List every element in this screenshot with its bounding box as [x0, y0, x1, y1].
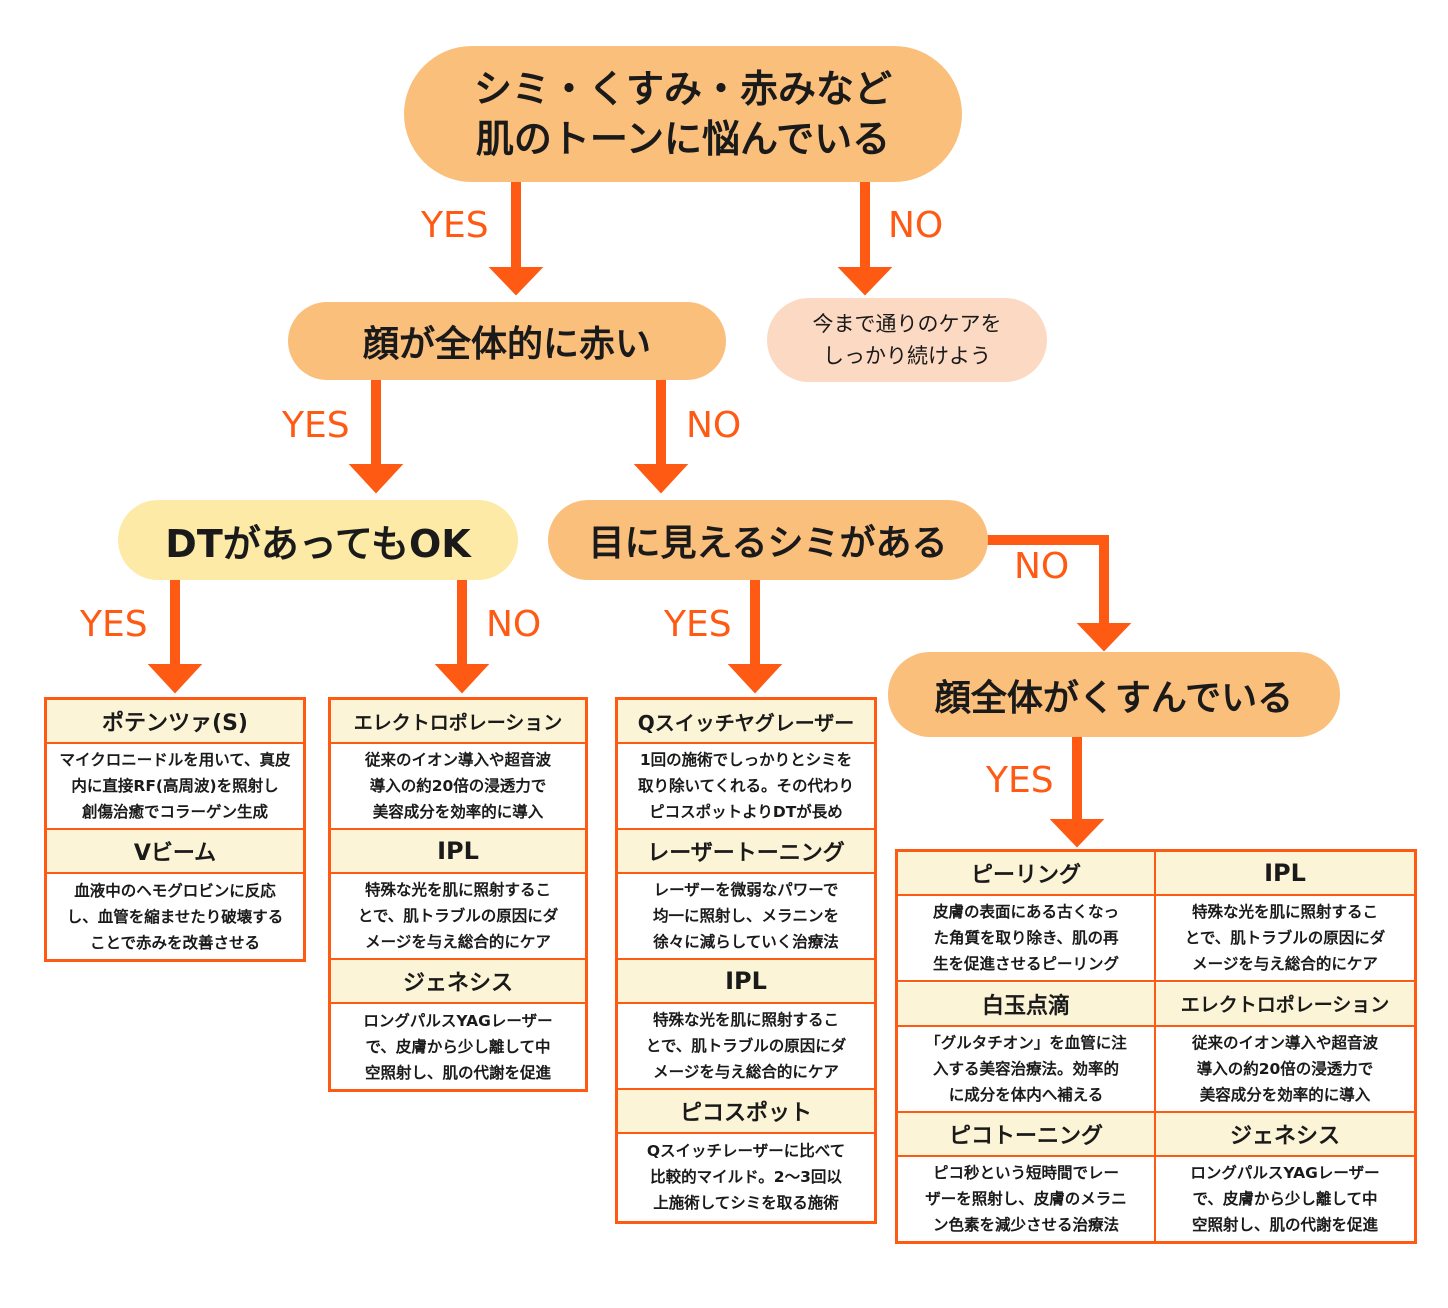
treatment-shiratama-drip: 白玉点滴 「グルタチオン」を血管に注 入する美容治療法。効率的 に成分を体内へ補… — [898, 982, 1156, 1114]
treatment-title: ポテンツァ(S) — [47, 700, 303, 744]
treatment-description: 特殊な光を肌に照射するこ とで、肌トラブルの原因にダ メージを与え総合的にケア — [1156, 896, 1414, 982]
treatment-q-switch-yag: Qスイッチヤグレーザー 1回の施術でしっかりとシミを 取り除いてくれる。その代わ… — [618, 700, 874, 830]
label-no-q4: NO — [1014, 546, 1070, 587]
treatment-description: Qスイッチレーザーに比べて 比較的マイルド。2〜3回以 上施術してシミを取る施術 — [646, 1141, 846, 1212]
arrow-head — [147, 664, 203, 694]
treatment-description: 従来のイオン導入や超音波 導入の約20倍の浸透力で 美容成分を効率的に導入 — [331, 744, 585, 830]
treatment-description: 特殊な光を肌に照射するこ とで、肌トラブルの原因にダ メージを与え総合的にケア — [618, 1004, 874, 1090]
treatment-box-dt-ng: エレクトロポレーション 従来のイオン導入や超音波 導入の約20倍の浸透力で 美容… — [328, 697, 588, 1092]
treatment-title: Vビーム — [47, 830, 303, 874]
question-visible-spots: 目に見えるシミがある — [548, 500, 988, 580]
label-yes-q1: YES — [421, 205, 489, 246]
treatment-title: エレクトロポレーション — [1156, 982, 1414, 1027]
treatment-title: ピコトーニング — [898, 1113, 1154, 1158]
question-face-red-text: 顔が全体的に赤い — [362, 324, 651, 365]
treatment-description: 「グルタチオン」を血管に注 入する美容治療法。効率的 に成分を体内へ補える — [898, 1027, 1154, 1113]
arrow-head — [837, 267, 893, 296]
treatment-grid-dull: ピーリング 皮膚の表面にある古くなっ た角質を取り除き、肌の再 生を促進させるピ… — [895, 849, 1417, 1244]
treatment-laser-toning: レーザートーニング レーザーを微弱なパワーで 均一に照射し、メラニンを 徐々に減… — [618, 830, 874, 960]
question-dt-ok: DTがあってもOK — [118, 500, 518, 580]
answer-continue-care-text: 今まで通りのケアを しっかり続けよう — [812, 312, 1002, 368]
treatment-box-spot: Qスイッチヤグレーザー 1回の施術でしっかりとシミを 取り除いてくれる。その代わ… — [615, 697, 877, 1224]
treatment-description: レーザーを微弱なパワーで 均一に照射し、メラニンを 徐々に減らしていく治療法 — [618, 874, 874, 960]
question-tone-concern: シミ・くすみ・赤みなど 肌のトーンに悩んでいる — [404, 46, 962, 182]
treatment-description: 1回の施術でしっかりとシミを 取り除いてくれる。その代わり ピコスポットよりDT… — [618, 744, 874, 830]
label-yes-q4: YES — [664, 604, 732, 645]
question-visible-spots-text: 目に見えるシミがある — [588, 523, 948, 564]
label-yes-q5: YES — [986, 760, 1054, 801]
treatment-title: 白玉点滴 — [898, 982, 1154, 1027]
treatment-ipl: IPL 特殊な光を肌に照射するこ とで、肌トラブルの原因にダ メージを与え総合的… — [618, 960, 874, 1090]
arrow-head — [348, 464, 404, 494]
treatment-electroporation: エレクトロポレーション 従来のイオン導入や超音波 導入の約20倍の浸透力で 美容… — [331, 700, 585, 830]
treatment-title: エレクトロポレーション — [331, 700, 585, 744]
treatment-description: 特殊な光を肌に照射するこ とで、肌トラブルの原因にダ メージを与え総合的にケア — [331, 874, 585, 960]
question-face-red: 顔が全体的に赤い — [288, 302, 726, 380]
arrow-head — [1076, 623, 1132, 652]
question-tone-concern-text: シミ・くすみ・赤みなど 肌のトーンに悩んでいる — [473, 67, 892, 161]
question-face-dull-text: 顔全体がくすんでいる — [934, 677, 1294, 719]
treatment-description: ピコ秒という短時間でレー ザーを照射し、皮膚のメラニ ン色素を減少させる治療法 — [925, 1163, 1127, 1234]
answer-continue-care: 今まで通りのケアを しっかり続けよう — [767, 298, 1047, 382]
treatment-genesis: ジェネシス ロングパルスYAGレーザー で、皮膚から少し離して中 空照射し、肌の… — [1156, 1113, 1414, 1241]
arrow-head — [434, 664, 490, 694]
treatment-description: ロングパルスYAGレーザー で、皮膚から少し離して中 空照射し、肌の代謝を促進 — [363, 1011, 553, 1082]
treatment-description: 血液中のヘモグロビンに反応 し、血管を縮ませたり破壊する ことで赤みを改善させる — [66, 881, 284, 952]
treatment-description: ロングパルスYAGレーザー で、皮膚から少し離して中 空照射し、肌の代謝を促進 — [1190, 1163, 1380, 1234]
treatment-title: Qスイッチヤグレーザー — [618, 700, 874, 744]
label-yes-q2: YES — [282, 405, 350, 446]
treatment-electroporation: エレクトロポレーション 従来のイオン導入や超音波 導入の約20倍の浸透力で 美容… — [1156, 982, 1414, 1114]
treatment-peeling: ピーリング 皮膚の表面にある古くなっ た角質を取り除き、肌の再 生を促進させるピ… — [898, 852, 1156, 983]
treatment-title: IPL — [331, 830, 585, 874]
treatment-title: ジェネシス — [331, 960, 585, 1004]
treatment-potenza: ポテンツァ(S) マイクロニードルを用いて、真皮 内に直接RF(高周波)を照射し… — [47, 700, 303, 830]
treatment-description: 皮膚の表面にある古くなっ た角質を取り除き、肌の再 生を促進させるピーリング — [898, 896, 1154, 982]
treatment-ipl: IPL 特殊な光を肌に照射するこ とで、肌トラブルの原因にダ メージを与え総合的… — [1156, 852, 1414, 983]
label-no-q3: NO — [486, 604, 542, 645]
label-no-q1: NO — [888, 205, 944, 246]
treatment-box-dt-ok: ポテンツァ(S) マイクロニードルを用いて、真皮 内に直接RF(高周波)を照射し… — [44, 697, 306, 962]
treatment-title: IPL — [618, 960, 874, 1004]
treatment-title: IPL — [1156, 852, 1414, 896]
label-no-q2: NO — [686, 405, 742, 446]
treatment-title: ピーリング — [898, 852, 1154, 896]
treatment-vbeam: Vビーム 血液中のヘモグロビンに反応 し、血管を縮ませたり破壊する ことで赤みを… — [47, 830, 303, 959]
treatment-genesis: ジェネシス ロングパルスYAGレーザー で、皮膚から少し離して中 空照射し、肌の… — [331, 960, 585, 1089]
treatment-description: マイクロニードルを用いて、真皮 内に直接RF(高周波)を照射し 創傷治癒でコラー… — [47, 744, 303, 830]
treatment-description: 従来のイオン導入や超音波 導入の約20倍の浸透力で 美容成分を効率的に導入 — [1156, 1027, 1414, 1113]
treatment-title: ピコスポット — [618, 1090, 874, 1134]
question-dt-ok-text: DTがあってもOK — [165, 521, 471, 566]
arrow-head — [633, 464, 689, 494]
treatment-pico-spot: ピコスポット Qスイッチレーザーに比べて 比較的マイルド。2〜3回以 上施術して… — [618, 1090, 874, 1219]
arrow-head — [1049, 819, 1105, 848]
label-yes-q3: YES — [80, 604, 148, 645]
arrow-head — [727, 664, 783, 694]
arrow-head — [488, 267, 544, 296]
question-face-dull: 顔全体がくすんでいる — [888, 652, 1340, 737]
treatment-pico-toning: ピコトーニング ピコ秒という短時間でレー ザーを照射し、皮膚のメラニ ン色素を減… — [898, 1113, 1156, 1241]
treatment-title: ジェネシス — [1156, 1113, 1414, 1158]
treatment-title: レーザートーニング — [618, 830, 874, 874]
treatment-ipl: IPL 特殊な光を肌に照射するこ とで、肌トラブルの原因にダ メージを与え総合的… — [331, 830, 585, 960]
